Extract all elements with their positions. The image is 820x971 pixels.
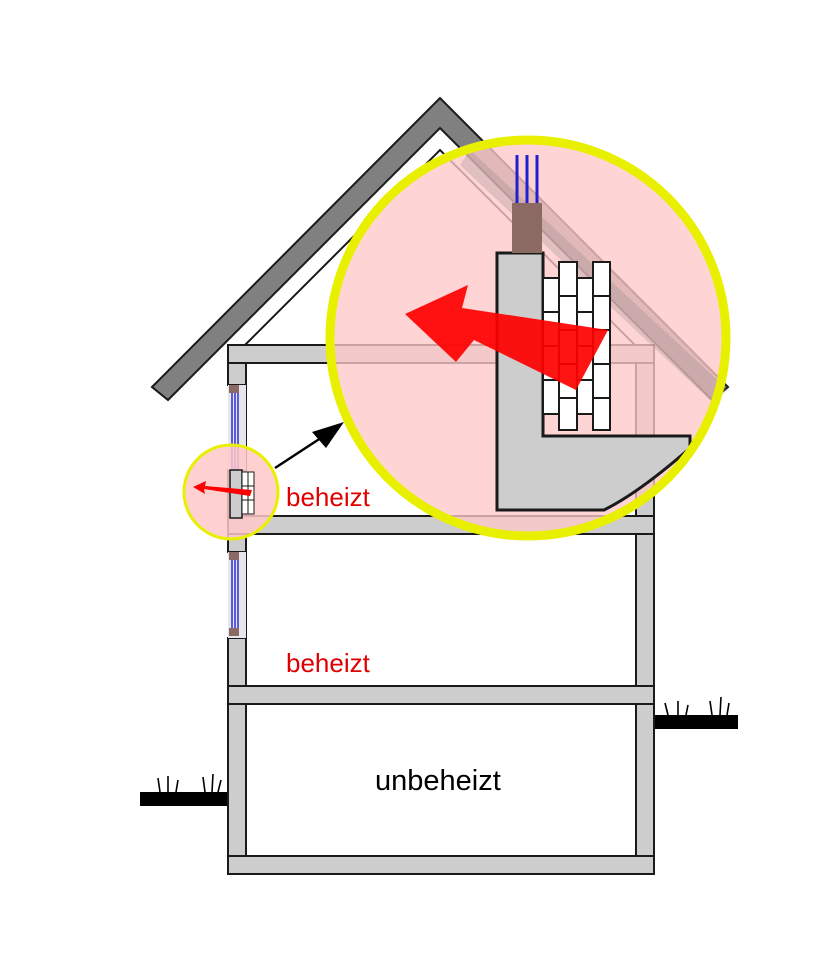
heat-loss-arrow-large-icon: [405, 285, 608, 390]
detail-magnifier-large: [325, 135, 731, 541]
heat-loss-arrow-icon: [193, 481, 252, 496]
ground-left: [140, 773, 228, 806]
label-basement: unbeheizt: [375, 765, 501, 797]
label-upper-floor: beheizt: [286, 482, 371, 512]
detail-magnifier-small: [182, 443, 280, 541]
ground-right: [652, 696, 738, 729]
window-middle: [228, 552, 246, 638]
zoom-pointer-arrow-icon: [274, 422, 344, 470]
label-middle-floor: beheizt: [286, 648, 371, 678]
